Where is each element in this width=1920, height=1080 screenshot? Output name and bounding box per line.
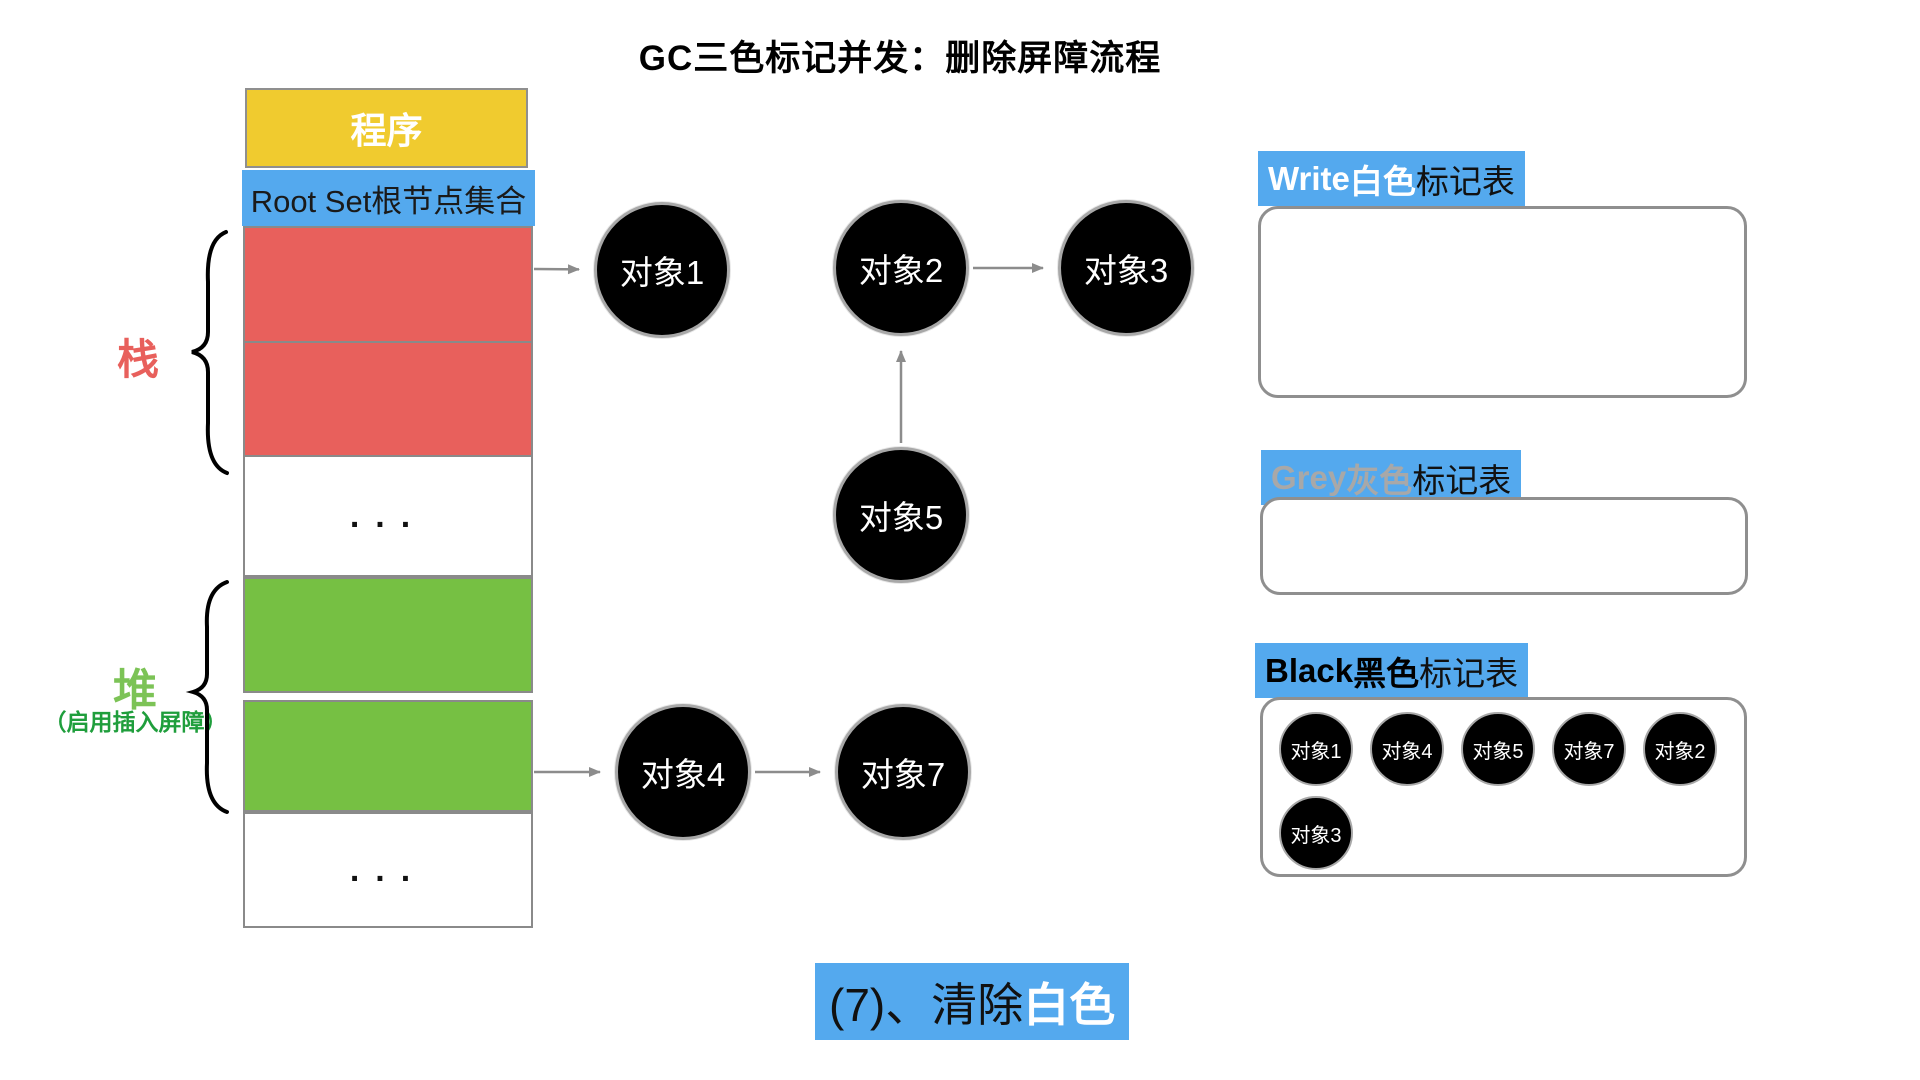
object-node-label: 对象7 xyxy=(860,756,946,793)
object-node-label: 对象1 xyxy=(619,254,705,291)
object-node-obj7: 对象7 xyxy=(835,704,971,840)
black-table-box: 对象1 对象4 对象5 对象7 对象2 对象3 xyxy=(1260,697,1747,877)
root-set-box: Root Set根节点集合 xyxy=(242,170,535,226)
heap-cell-1 xyxy=(243,577,533,693)
white-table-label-cn: 白色 xyxy=(1349,162,1416,200)
stack-brace-icon xyxy=(191,230,229,475)
object-node-obj2: 对象2 xyxy=(833,200,969,336)
black-table-item: 对象7 xyxy=(1552,712,1626,786)
step-caption-highlight: 白色 xyxy=(1023,978,1116,1031)
grey-table-label-cn: 灰色 xyxy=(1346,461,1413,499)
stack-region-label: 栈 xyxy=(116,336,159,383)
black-table-item: 对象2 xyxy=(1643,712,1717,786)
black-table-item: 对象4 xyxy=(1370,712,1444,786)
black-table-label-suffix: 标记表 xyxy=(1419,654,1519,692)
root-set-label: Root Set根节点集合 xyxy=(250,183,527,219)
white-table-label-suffix: 标记表 xyxy=(1415,162,1515,200)
black-table-item: 对象5 xyxy=(1461,712,1535,786)
object-node-obj5: 对象5 xyxy=(833,447,969,583)
object-node-label: 对象4 xyxy=(640,756,726,793)
step-caption-prefix: (7)、清除 xyxy=(829,978,1024,1031)
black-table-item-label: 对象2 xyxy=(1654,740,1706,763)
white-table-label-en: Write xyxy=(1268,159,1350,197)
heap-brace-icon xyxy=(185,580,229,814)
black-table-label-cn: 黑色 xyxy=(1353,654,1420,692)
ellipsis-text: ... xyxy=(349,496,427,535)
heap-region-note: （启用插入屏障） xyxy=(43,709,228,735)
object-node-obj4: 对象4 xyxy=(615,704,751,840)
object-node-label: 对象2 xyxy=(858,252,944,289)
program-box: 程序 xyxy=(245,88,528,168)
black-table-label: Black 黑色 标记表 xyxy=(1255,643,1529,698)
black-table-item-label: 对象1 xyxy=(1290,740,1342,763)
object-node-label: 对象5 xyxy=(858,499,944,536)
memory-ellipsis-cell-bottom: ... xyxy=(243,812,533,928)
black-table-item-label: 对象5 xyxy=(1472,740,1524,763)
heap-cell-2 xyxy=(243,700,533,812)
page-title: GC三色标记并发：删除屏障流程 xyxy=(638,39,1162,78)
object-node-obj3: 对象3 xyxy=(1058,200,1194,336)
black-table-item: 对象1 xyxy=(1279,712,1353,786)
object-node-obj1: 对象1 xyxy=(594,202,730,338)
object-node-label: 对象3 xyxy=(1083,252,1169,289)
white-table-label: Write 白色 标记表 xyxy=(1258,151,1525,206)
grey-table-label-suffix: 标记表 xyxy=(1412,461,1512,499)
white-table-box xyxy=(1258,206,1747,398)
graph-edges xyxy=(533,263,1044,777)
grey-table-label-en: Grey xyxy=(1271,458,1347,496)
memory-ellipsis-cell-top: ... xyxy=(243,455,533,577)
ellipsis-text: ... xyxy=(349,850,427,889)
black-table-label-en: Black xyxy=(1265,651,1354,689)
grey-table-box xyxy=(1260,497,1748,595)
black-table-item-label: 对象3 xyxy=(1290,824,1342,847)
program-label: 程序 xyxy=(350,110,423,151)
grey-table-label: Grey 灰色 标记表 xyxy=(1261,450,1522,505)
black-table-item: 对象3 xyxy=(1279,796,1353,870)
step-caption: (7)、清除 白色 xyxy=(815,963,1130,1040)
black-table-item-label: 对象7 xyxy=(1563,740,1615,763)
heap-region-label: 堆 xyxy=(113,666,157,715)
black-table-item-label: 对象4 xyxy=(1381,740,1433,763)
